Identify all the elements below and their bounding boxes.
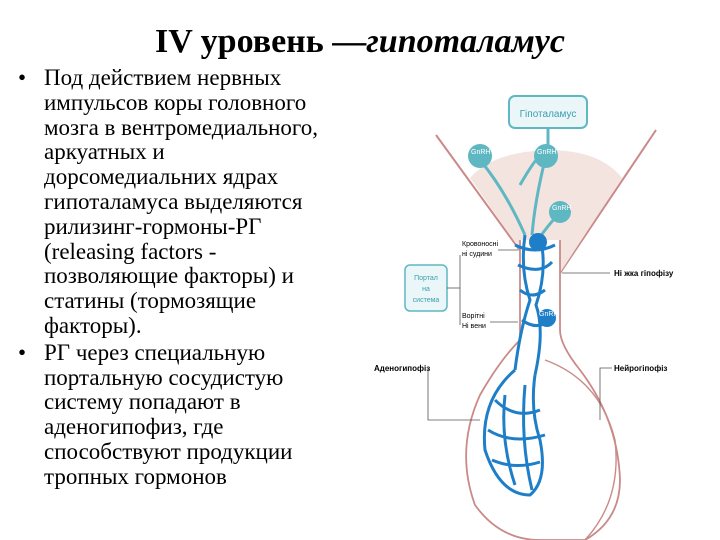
bullet-item: • Под действием нервных импульсов коры г…: [18, 65, 393, 339]
neurohypophysis-pointer: [599, 367, 612, 420]
gnrh-label: GnRH: [552, 205, 571, 212]
title-italic: гипоталамус: [366, 23, 565, 60]
portal-label-line1: Портал: [414, 275, 438, 282]
veins-label-line2: Ні вени: [462, 322, 486, 330]
gnrh-nodes: [529, 233, 556, 327]
bullet-item: • РГ через специальную портальную сосуди…: [18, 339, 393, 490]
bullet-text: РГ через специальную портальную сосудист…: [44, 339, 293, 489]
adenohypophysis-label: Аденогипофіз: [374, 364, 430, 373]
gnrh-label: GnRH: [537, 149, 556, 156]
neurohypophysis-label: Нейрогіпофіз: [614, 364, 667, 373]
bullet-text: Под действием нервных импульсов коры гол…: [44, 65, 319, 338]
stalk-label: Ні жка гіпофізу: [614, 269, 674, 278]
hypothalamus-label: Гіпоталамус: [520, 109, 577, 120]
neuron-body: [534, 144, 558, 168]
capillaries-label-line2: ні судини: [462, 250, 492, 258]
portal-label-line3: система: [413, 297, 440, 304]
capillaries-label-line1: Кровоносні: [462, 240, 499, 248]
hypothalamus-tissue: [470, 150, 622, 285]
neuron-body: [549, 201, 571, 223]
hypothalamus-box: [508, 95, 588, 129]
neuron-body: [468, 144, 492, 168]
pituitary-diagram: Гіпоталамус GnRH GnRH GnRH GnRH Кровонос…: [374, 95, 674, 540]
bullet-list: • Под действием нервных импульсов коры г…: [18, 65, 393, 490]
neurohypophysis-outline: [544, 359, 617, 540]
title-prefix: IV уровень —: [154, 23, 367, 60]
portal-label-line2: на: [422, 286, 430, 293]
gnrh-label: GnRH: [539, 311, 558, 318]
pituitary-outline: [465, 240, 621, 540]
bullet-marker: •: [18, 65, 27, 90]
slide-title: IV уровень —гипоталамус: [0, 22, 720, 62]
portal-vessels: [482, 234, 556, 497]
veins-label-line1: Ворітні: [462, 312, 485, 320]
bullet-marker: •: [18, 339, 27, 365]
adenohypophysis-pointer: [427, 368, 480, 421]
gnrh-label: GnRH: [471, 149, 490, 156]
